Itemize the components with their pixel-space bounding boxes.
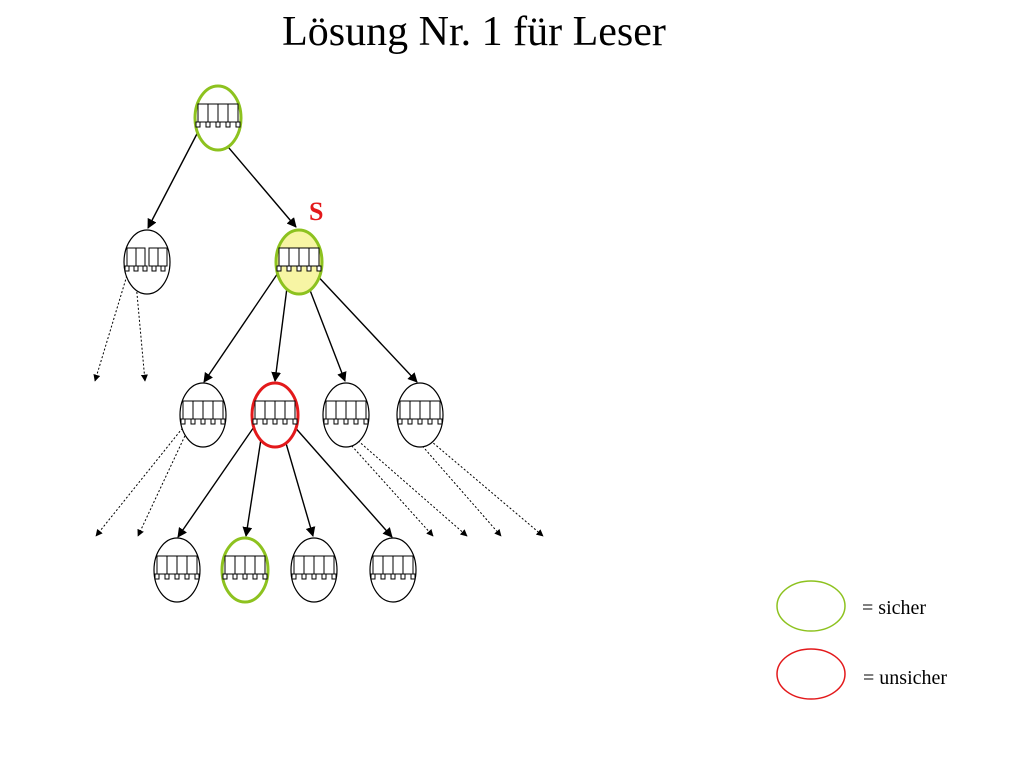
node-keys	[276, 247, 322, 272]
tree-node-l2-2	[250, 381, 300, 449]
edge-root-left	[147, 127, 201, 229]
page-title: Lösung Nr. 1 für Leser	[282, 9, 666, 55]
legend: = sicher = unsicher	[776, 580, 947, 700]
node-keys	[154, 555, 200, 580]
edge-s-child1	[203, 269, 281, 383]
current-node-marker: S	[309, 197, 323, 226]
tree-node-l3-3	[290, 537, 338, 603]
tree-node-root	[193, 84, 243, 152]
node-keys	[180, 400, 226, 425]
tree-node-l3-1	[153, 537, 201, 603]
dotted-edge	[411, 424, 544, 537]
tree-node-l2-3	[322, 382, 370, 448]
node-keys	[222, 555, 268, 580]
edge-red-child2	[242, 425, 264, 537]
tree-node-l2-1	[179, 382, 227, 448]
legend-safe-swatch	[776, 580, 846, 632]
dotted-edge	[137, 424, 191, 537]
node-keys	[291, 555, 337, 580]
tree-node-s	[274, 228, 324, 296]
node-keys	[124, 247, 168, 272]
node-ellipse	[123, 229, 171, 295]
node-keys	[370, 555, 416, 580]
node-keys	[397, 400, 443, 425]
dotted-edge	[339, 424, 468, 537]
legend-safe-label: = sicher	[862, 597, 926, 619]
edge-red-child1	[177, 423, 257, 538]
edge-s-child4	[311, 269, 418, 383]
dotted-edge	[95, 424, 186, 537]
tree-edges	[147, 127, 418, 538]
tree-node-left	[123, 229, 171, 295]
dotted-edge	[93, 271, 129, 382]
node-keys	[252, 400, 298, 425]
node-keys	[323, 400, 369, 425]
tree-node-l3-4	[369, 537, 417, 603]
tree-node-l2-4	[396, 382, 444, 448]
node-keys	[195, 103, 241, 128]
legend-unsafe-label: = unsicher	[863, 667, 947, 689]
tree-node-l3-2	[220, 536, 270, 604]
edge-red-child4	[291, 423, 393, 538]
legend-unsafe-swatch	[776, 648, 846, 700]
